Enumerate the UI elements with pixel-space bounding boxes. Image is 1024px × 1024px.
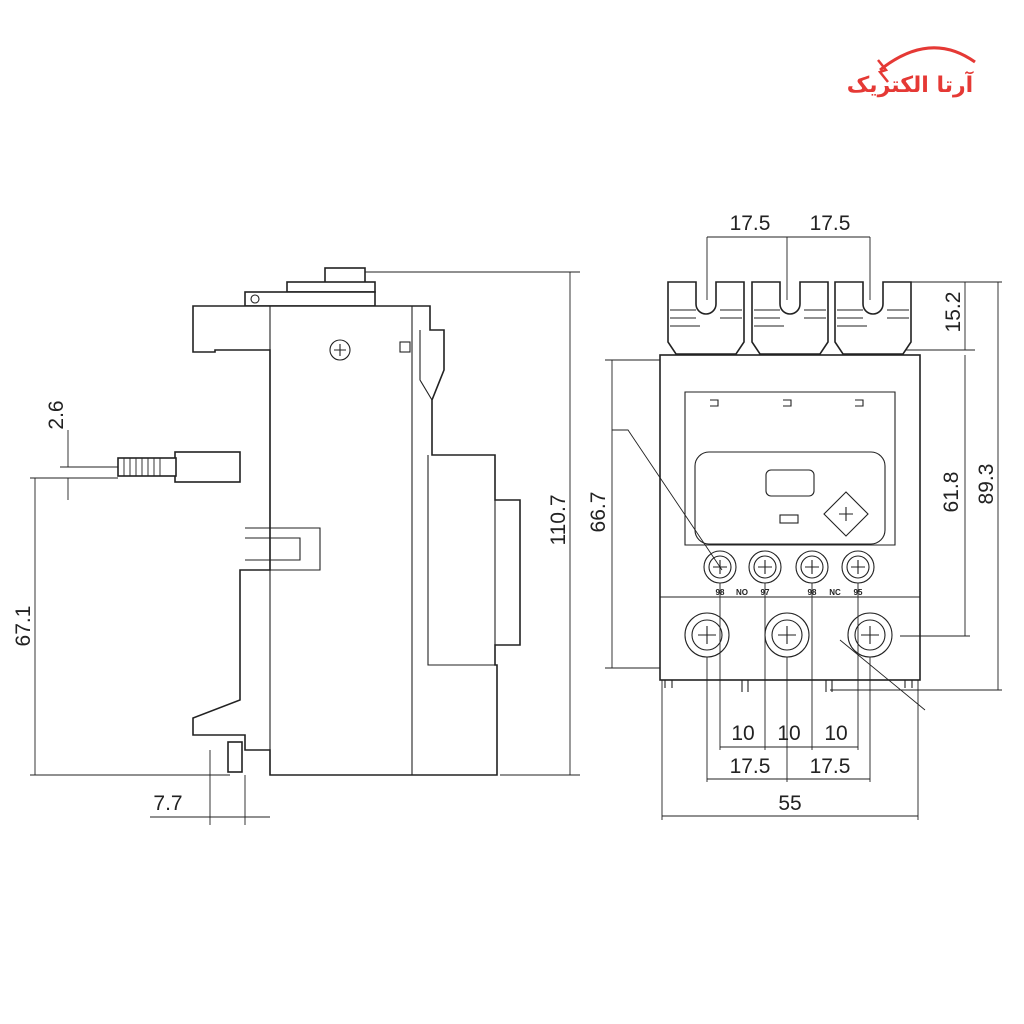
dim-15-2: 15.2 — [942, 292, 965, 333]
side-view: 110.7 67.1 2.6 7.7 — [12, 267, 580, 825]
logo: آرتا الکتریک — [847, 46, 976, 98]
terminal-label: NO — [736, 588, 748, 597]
dim-7-7: 7.7 — [153, 792, 182, 815]
dim-55: 55 — [778, 792, 801, 815]
dim-bottom-17-5-left: 17.5 — [730, 755, 771, 778]
dim-top-17-5-left: 17.5 — [730, 212, 771, 235]
dim-top-17-5-right: 17.5 — [810, 212, 851, 235]
dim-89-3: 89.3 — [975, 464, 998, 505]
dim-66-7: 66.7 — [587, 492, 610, 533]
dim-bottom-17-5-right: 17.5 — [810, 755, 851, 778]
front-view: 98 NO 97 98 NC 95 17.5 17.5 15.2 89.3 61… — [587, 212, 1002, 820]
dim-67-1: 67.1 — [12, 606, 35, 647]
logo-text: آرتا الکتریک — [847, 70, 974, 98]
dim-10-b: 10 — [777, 722, 800, 745]
top-terminals — [667, 281, 912, 355]
dim-61-8: 61.8 — [940, 472, 963, 513]
dim-10-a: 10 — [731, 722, 754, 745]
terminal-label: NC — [829, 588, 841, 597]
dim-110-7: 110.7 — [547, 495, 570, 546]
dim-2-6: 2.6 — [45, 400, 68, 429]
dim-10-c: 10 — [824, 722, 847, 745]
